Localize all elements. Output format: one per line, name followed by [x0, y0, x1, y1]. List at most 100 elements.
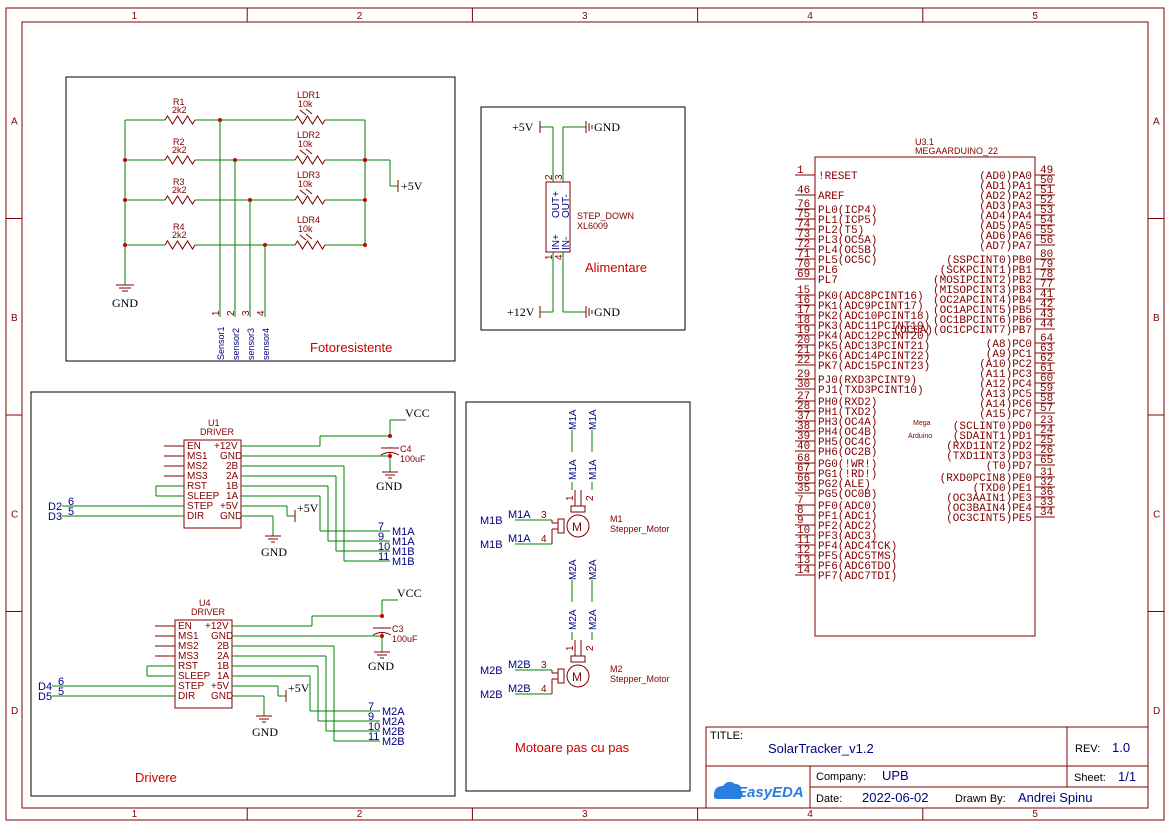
title-label: TITLE: — [710, 730, 743, 742]
driver-pin-left: MS2 — [178, 641, 199, 652]
mega-pin-label-right: (OC1APCINT5)PB5 — [933, 305, 1032, 317]
title-value: SolarTracker_v1.2 — [768, 741, 874, 756]
row-label-C: C — [11, 509, 18, 520]
motor-left-net: M2B — [480, 665, 503, 677]
resistor-value: 2k2 — [172, 105, 187, 115]
driver-output-pin: 10 — [378, 541, 390, 553]
pin-num-2: 2 — [544, 174, 555, 180]
row-label-B: B — [11, 313, 18, 324]
column-label-4: 4 — [807, 11, 813, 22]
mega-pin-number-left: 9 — [797, 515, 804, 527]
row-label-right-B: B — [1153, 313, 1160, 324]
sensor-net-label: sensor2 — [231, 328, 241, 360]
driver-input-pin: 6 — [68, 496, 74, 508]
step-down-ref: STEP_DOWN — [577, 211, 634, 221]
drawn-by-label: Drawn By: — [955, 793, 1006, 805]
power-in-pos-label: +5V — [512, 120, 534, 134]
driver-pin-right: +5V — [211, 681, 229, 692]
mega-pin-label-right: (RXD1INT2)PD2 — [946, 441, 1032, 453]
mega-pin-label-left: PG0(!WR!) — [818, 459, 877, 471]
motor-left-label: M2B — [508, 683, 531, 695]
mega-pin-label-left: PK6(ADC14PCINT22) — [818, 351, 930, 363]
driver-pin-right: +12V — [205, 621, 229, 632]
driver-pin-left: EN — [178, 621, 192, 632]
mega-pin-label-right: (AD5)PA5 — [979, 221, 1032, 233]
mega-pin-number-left: 17 — [797, 305, 810, 317]
mega-pin-label-right: (AD0)PA0 — [979, 171, 1032, 183]
driver-input-pin: 5 — [58, 686, 64, 698]
driver-type: DRIVER — [191, 607, 226, 617]
mega-pin-number-right: 31 — [1040, 467, 1054, 479]
ldr-value: 10k — [298, 179, 313, 189]
motor-top-pin: 2 — [585, 645, 596, 651]
mega-pin-label-left: PH3(OC4A) — [818, 417, 877, 429]
mega-pin-number-right: 32 — [1040, 477, 1053, 489]
mega-pin-number-left: 70 — [797, 259, 810, 271]
mega-pin-number-left: 68 — [797, 453, 810, 465]
motor-top-net-upper: M1A — [568, 409, 579, 430]
mega-pin-number-right: 53 — [1040, 205, 1053, 217]
mega-pin-number-left: 46 — [797, 185, 810, 197]
row-label-right-D: D — [1153, 706, 1160, 717]
sensor-net-label: sensor4 — [261, 328, 271, 360]
mega-pin-label-right: (AD6)PA6 — [979, 231, 1032, 243]
driver-pin-right: GND — [220, 511, 242, 522]
sensor-pin-number: 1 — [211, 310, 222, 316]
mega-pin-number-left: 69 — [797, 269, 810, 281]
mega-pin-label-right: (OC3CINT5)PE5 — [946, 513, 1032, 525]
mega-pin-label-right: (AD7)PA7 — [979, 241, 1032, 253]
column-label-bottom-5: 5 — [1032, 809, 1038, 820]
ldr-ref: LDR1 — [297, 90, 320, 100]
driver-pin-right: 1A — [217, 671, 230, 682]
mega-pin-label-left: PF7(ADC7TDI) — [818, 571, 897, 583]
driver-output-net: M1A — [392, 526, 415, 538]
driver-pin-right: 1A — [226, 491, 239, 502]
mega-pin-label-left: PL2(T5) — [818, 225, 864, 237]
ldr-value: 10k — [298, 99, 313, 109]
mega-pin-label-right: (A11)PC3 — [979, 369, 1032, 381]
mega-pin-label-left: PF6(ADC6TDO) — [818, 561, 897, 573]
mega-pin-number-left: 72 — [797, 239, 810, 251]
driver-gnd-label: GND — [261, 545, 287, 559]
column-label-1: 1 — [132, 11, 138, 22]
arduino-mega: U3.1 MEGAARDUINO_22 Mega Arduino 1!RESET… — [795, 137, 1055, 637]
mega-pin-number-right: 55 — [1040, 225, 1053, 237]
mega-part: MEGAARDUINO_22 — [915, 146, 998, 156]
section-label-drivers: Drivere — [135, 770, 177, 785]
driver-output-pin: 7 — [368, 701, 374, 713]
driver-ref: U1 — [208, 418, 220, 428]
motor-left-net: M2B — [480, 689, 503, 701]
rev-label: REV: — [1075, 743, 1100, 755]
driver-input-net: D5 — [38, 691, 52, 703]
driver-input-pin: 6 — [58, 676, 64, 688]
motor-top-net-upper: M2A — [588, 559, 599, 580]
motor-top-net: M1A — [588, 459, 599, 480]
mega-pin-number-right: 79 — [1040, 259, 1053, 271]
mega-pin-number-left: 71 — [797, 249, 811, 261]
mega-pin-label-right: (TXD0)PE1 — [973, 483, 1033, 495]
mega-pin-number-right: 77 — [1040, 279, 1053, 291]
driver-pin-left: DIR — [178, 691, 195, 702]
motor-left-label: M1A — [508, 533, 531, 545]
driver-input-net: D2 — [48, 501, 62, 513]
mega-pin-number-right: 41 — [1040, 289, 1054, 301]
mega-pin-label-right: (SCKPCINT1)PB1 — [940, 265, 1033, 277]
mega-pin-number-left: 20 — [797, 335, 810, 347]
title-block: TITLE: SolarTracker_v1.2 REV: 1.0 Compan… — [705, 726, 1149, 809]
drawn-by-value: Andrei Spinu — [1018, 790, 1092, 805]
mega-pin-label-left: PK2(ADC10PCINT18) — [818, 311, 930, 323]
mega-pin-label-left: PF5(ADC5TMS) — [818, 551, 897, 563]
driver-output-net: M2A — [382, 706, 405, 718]
resistor-ref: R3 — [173, 177, 185, 187]
mega-pin-number-left: 10 — [797, 525, 810, 537]
mega-pin-label-right: (A12)PC4 — [979, 379, 1032, 391]
motor-left-pin: 4 — [541, 684, 547, 695]
mega-pin-number-right: 24 — [1040, 425, 1054, 437]
driver-pin-right: 1B — [217, 661, 230, 672]
sheet-label: Sheet: — [1074, 772, 1106, 784]
mega-pin-label-left: PK7(ADC15PCINT23) — [818, 361, 930, 373]
driver-gnd-label: GND — [252, 725, 278, 739]
capacitor-value: 100uF — [392, 634, 418, 644]
